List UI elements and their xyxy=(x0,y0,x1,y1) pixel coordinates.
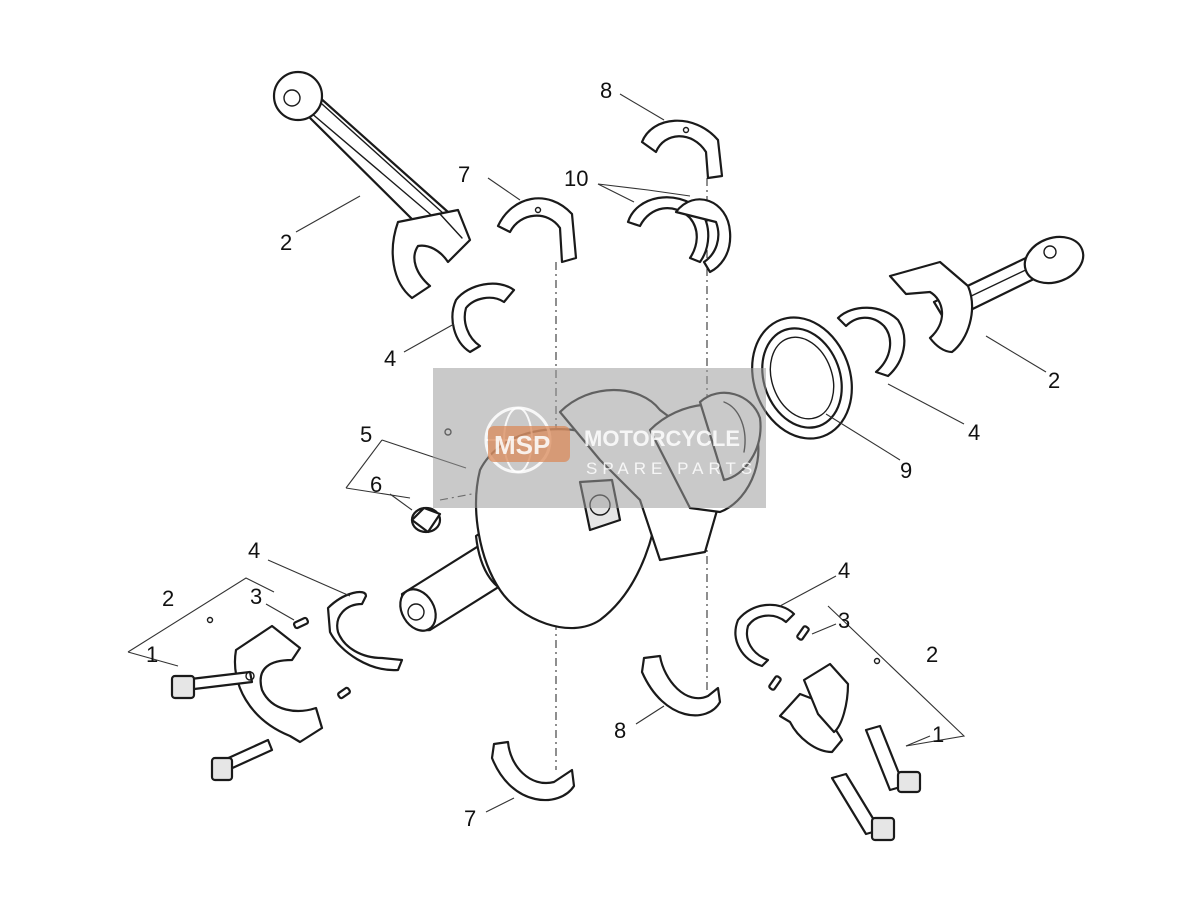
bearing-shell-upper-left xyxy=(451,282,516,354)
callout-4-right: 4 xyxy=(968,420,980,445)
callout-1-left: 1 xyxy=(146,642,158,667)
callout-1-right: 1 xyxy=(932,722,944,747)
leader-lines xyxy=(127,93,1047,813)
connecting-rod-upper-left xyxy=(272,70,472,300)
thrust-washers xyxy=(626,196,732,274)
bush-part-6 xyxy=(410,506,442,534)
callout-2-right: 2 xyxy=(1048,368,1060,393)
callout-8-lower: 8 xyxy=(614,718,626,743)
callout-3-left: 3 xyxy=(250,584,262,609)
watermark-logo: MSP xyxy=(494,430,550,460)
bearing-shell-lower-left xyxy=(326,590,404,672)
bolt-lower-right-1 xyxy=(864,724,922,794)
callout-4-upper: 4 xyxy=(384,346,396,371)
rod-cap-lower-left xyxy=(206,616,324,744)
watermark-line1: MOTORCYCLE xyxy=(584,426,740,451)
bolt-lower-right-2 xyxy=(830,772,896,842)
callout-2-upper-left: 2 xyxy=(280,230,292,255)
main-bearing-shell-lower xyxy=(490,740,576,802)
callout-3-right: 3 xyxy=(838,608,850,633)
bolt-lower-left xyxy=(210,738,274,782)
main-bearing-shell-upper xyxy=(496,197,578,264)
main-bearing-shell-8-upper xyxy=(640,119,724,180)
main-bearing-shell-8-lower xyxy=(640,654,722,717)
callout-2-lower-left: 2 xyxy=(162,586,174,611)
watermark-line2: SPARE PARTS xyxy=(586,459,757,478)
callout-2-lower-right: 2 xyxy=(926,642,938,667)
callouts: 2 4 7 8 10 2 4 9 5 6 4 2 3 1 4 3 2 1 8 7 xyxy=(146,78,1060,831)
callout-8-upper: 8 xyxy=(600,78,612,103)
connecting-rod-right xyxy=(888,235,1085,354)
dowel-pins xyxy=(292,616,810,700)
rod-cap-lower-right xyxy=(778,657,881,754)
callout-7-lower: 7 xyxy=(464,806,476,831)
oil-seal-ring xyxy=(751,316,853,440)
callout-4-lower-left: 4 xyxy=(248,538,260,563)
bearing-shell-lower-right xyxy=(734,603,796,668)
bearing-shell-right xyxy=(836,306,906,378)
callout-4-lower-right: 4 xyxy=(838,558,850,583)
callout-5: 5 xyxy=(360,422,372,447)
bolt-upper-left xyxy=(170,670,255,700)
callout-9: 9 xyxy=(900,458,912,483)
callout-10: 10 xyxy=(564,166,588,191)
watermark: MSP MOTORCYCLE SPARE PARTS xyxy=(433,368,766,508)
callout-7-upper: 7 xyxy=(458,162,470,187)
callout-6: 6 xyxy=(370,472,382,497)
